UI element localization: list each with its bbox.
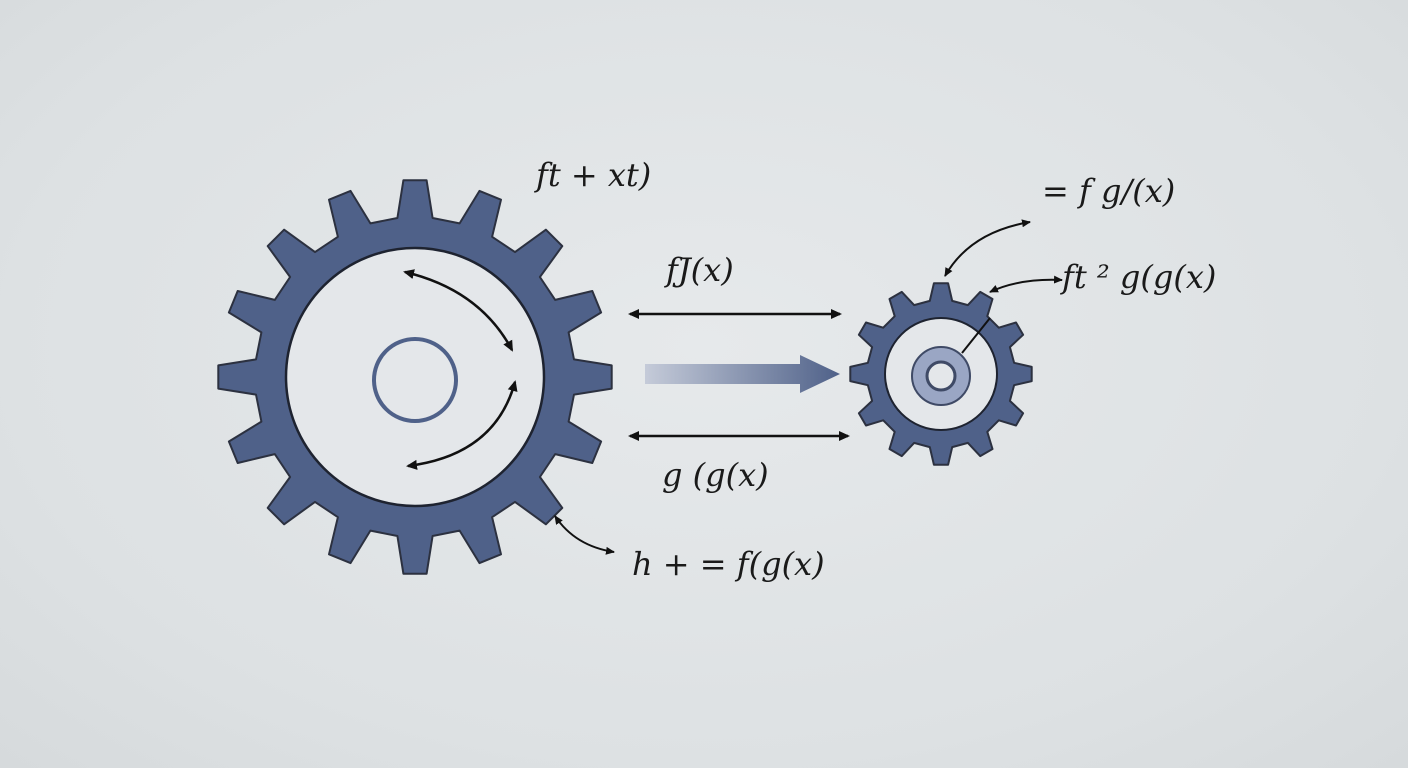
- large-gear-top-label: ft + xt): [534, 156, 651, 194]
- small-gear-right-arrow: [989, 275, 1063, 293]
- small-gear-hub-hole: [925, 360, 957, 392]
- large-gear: [217, 179, 613, 575]
- small-gear-top-arrow: [944, 219, 1031, 277]
- large-gear-bottom-label: h + = f(g(x): [632, 545, 825, 583]
- bottom-arrow-label: g (g(x): [662, 456, 769, 494]
- gradient-direction-arrow: [645, 355, 840, 393]
- small-gear-pointer-line: [961, 317, 991, 354]
- small-gear: [849, 282, 1033, 466]
- top-arrow-label: fJ(x): [664, 251, 734, 289]
- large-gear-bottom-arrow: [554, 515, 615, 555]
- large-gear-inner-disc: [284, 246, 546, 508]
- rotation-arrow-lower: [406, 380, 518, 470]
- small-gear-right-label: ft ² g(g(x): [1060, 258, 1216, 296]
- rotation-arrow-upper: [403, 269, 514, 352]
- small-gear-top-label: = f g/(x): [1042, 172, 1175, 210]
